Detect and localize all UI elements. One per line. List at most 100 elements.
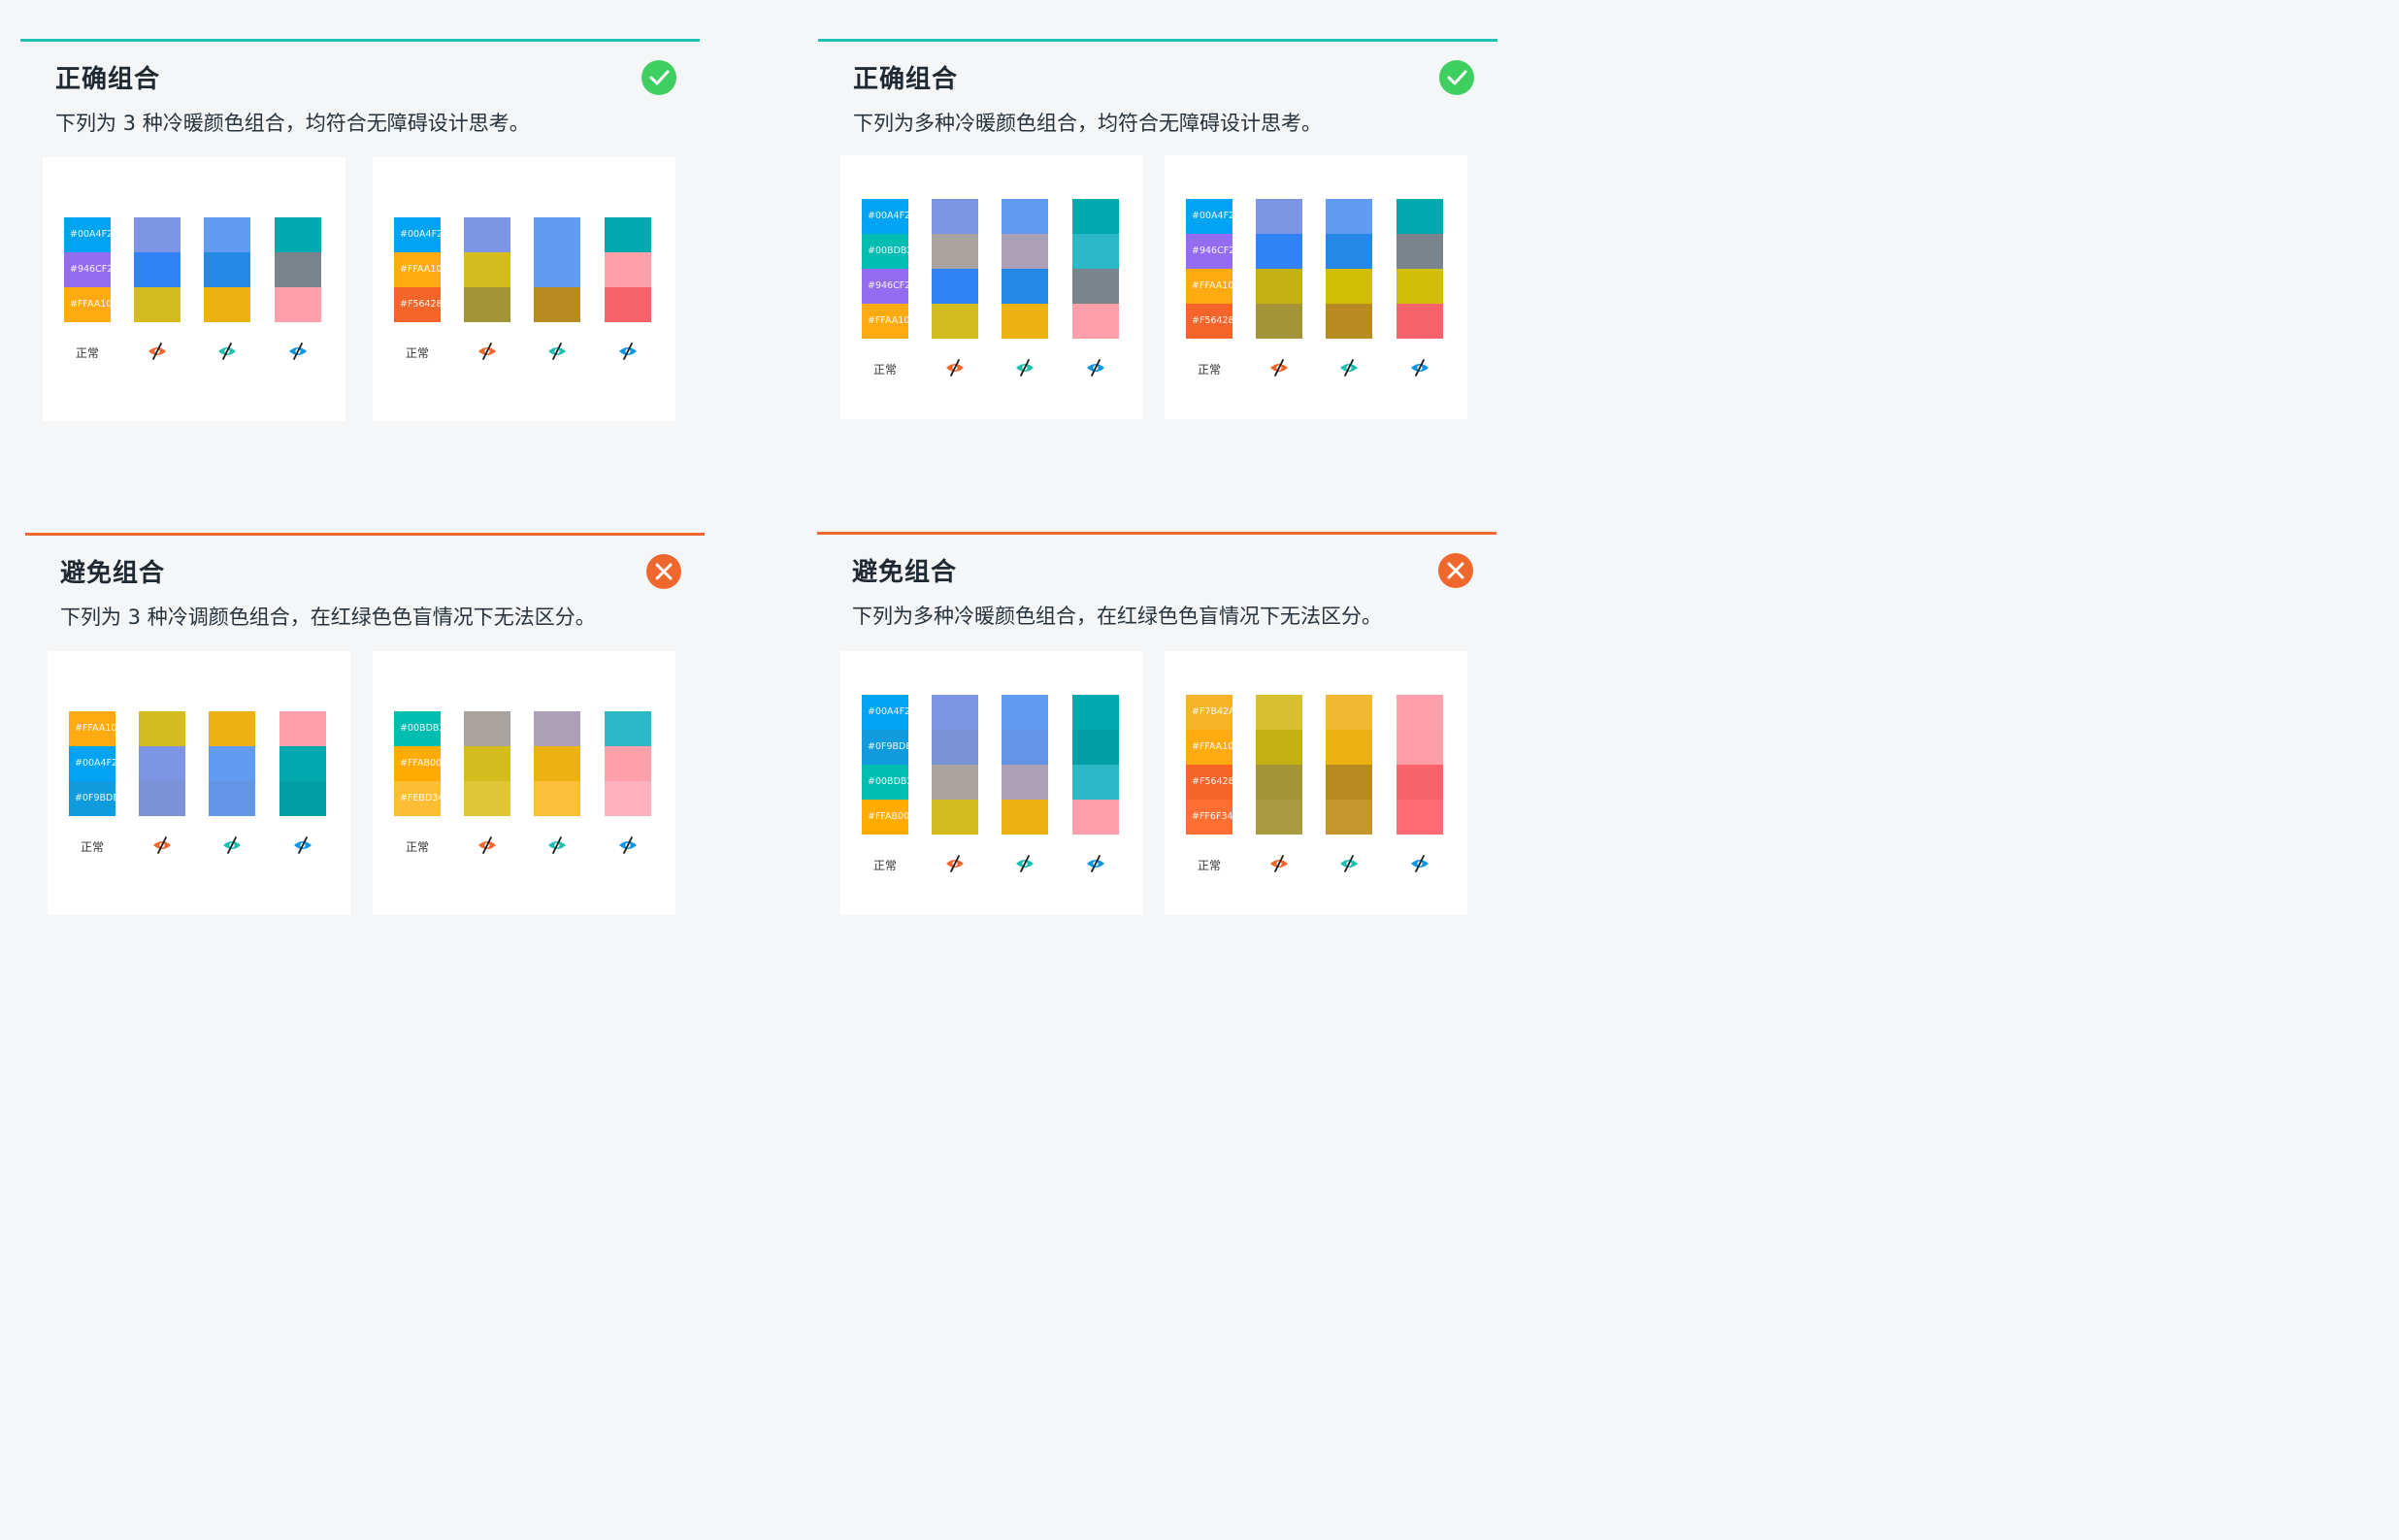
protanopia-eye-icon bbox=[134, 343, 181, 362]
color-swatch bbox=[534, 287, 580, 322]
protanopia-eye-icon bbox=[1256, 359, 1302, 378]
normal-palette-stack: #00A4F2#FFAA10#F56428 bbox=[394, 217, 441, 322]
tritanopia-eye-icon bbox=[1397, 855, 1443, 874]
color-swatch bbox=[275, 252, 321, 287]
section-title: 避免组合 bbox=[852, 558, 958, 587]
color-swatch bbox=[209, 781, 255, 816]
color-swatch bbox=[134, 252, 181, 287]
color-swatch bbox=[1002, 800, 1048, 835]
color-swatch bbox=[134, 217, 181, 252]
normal-palette-stack: #00A4F2#946CF2#FFAA10 bbox=[64, 217, 111, 322]
simulated-palette-stack bbox=[605, 711, 651, 816]
color-swatch bbox=[275, 217, 321, 252]
normal-vision-label: 正常 bbox=[872, 363, 897, 377]
check-circle-icon bbox=[1439, 60, 1474, 95]
color-swatch bbox=[1256, 304, 1302, 339]
simulated-palette-stack bbox=[279, 711, 326, 816]
deuteranopia-eye-icon bbox=[1326, 359, 1372, 378]
color-swatch bbox=[1326, 800, 1372, 835]
section-title: 避免组合 bbox=[60, 559, 166, 588]
normal-palette-stack: #00A4F2#00BDB2#946CF2#FFAA10 bbox=[862, 199, 908, 339]
color-swatch bbox=[1397, 269, 1443, 304]
simulated-palette-stack bbox=[1002, 199, 1048, 339]
color-swatch bbox=[1397, 765, 1443, 800]
color-swatch bbox=[1326, 234, 1372, 269]
color-swatch bbox=[534, 252, 580, 287]
color-swatch bbox=[932, 269, 978, 304]
color-swatch: #FFAB00 bbox=[394, 746, 441, 781]
normal-palette-stack: #00A4F2#0F9BDE#00BDB2#FFAB00 bbox=[862, 695, 908, 835]
color-swatch bbox=[1326, 269, 1372, 304]
section-description: 下列为多种冷暖颜色组合，在红绿色色盲情况下无法区分。 bbox=[852, 605, 1382, 628]
color-swatch bbox=[1256, 730, 1302, 765]
color-swatch bbox=[1326, 765, 1372, 800]
color-swatch bbox=[1002, 695, 1048, 730]
simulated-palette-stack bbox=[134, 217, 181, 322]
color-swatch: #00A4F2 bbox=[1186, 199, 1232, 234]
color-swatch bbox=[932, 304, 978, 339]
simulated-palette-stack bbox=[1072, 199, 1119, 339]
color-swatch bbox=[209, 711, 255, 746]
protanopia-eye-icon bbox=[932, 855, 978, 874]
color-swatch bbox=[1072, 269, 1119, 304]
color-swatch bbox=[1002, 269, 1048, 304]
check-circle-icon bbox=[641, 60, 676, 95]
normal-vision-label: 正常 bbox=[872, 859, 897, 872]
color-swatch bbox=[1397, 730, 1443, 765]
color-swatch: #F56428 bbox=[1186, 304, 1232, 339]
deuteranopia-eye-icon bbox=[1326, 855, 1372, 874]
normal-palette-stack: #FFAA10#00A4F2#0F9BDE bbox=[69, 711, 115, 816]
simulated-palette-stack bbox=[1072, 695, 1119, 835]
tritanopia-eye-icon bbox=[605, 343, 651, 362]
close-circle-icon bbox=[1438, 553, 1473, 588]
color-swatch: #FEBD34 bbox=[394, 781, 441, 816]
deuteranopia-eye-icon bbox=[209, 836, 255, 856]
color-swatch bbox=[1072, 695, 1119, 730]
color-swatch bbox=[1072, 234, 1119, 269]
color-swatch bbox=[139, 781, 185, 816]
tritanopia-eye-icon bbox=[605, 836, 651, 856]
color-swatch bbox=[1397, 800, 1443, 835]
color-swatch: #946CF2 bbox=[64, 252, 111, 287]
color-swatch bbox=[1072, 730, 1119, 765]
color-swatch bbox=[1397, 234, 1443, 269]
color-swatch bbox=[1072, 765, 1119, 800]
simulated-palette-stack bbox=[932, 199, 978, 339]
simulated-palette-stack bbox=[1326, 199, 1372, 339]
simulated-palette-stack bbox=[275, 217, 321, 322]
color-swatch bbox=[209, 746, 255, 781]
simulated-palette-stack bbox=[1326, 695, 1372, 835]
color-swatch: #00A4F2 bbox=[64, 217, 111, 252]
section-rule bbox=[20, 39, 700, 42]
simulated-palette-stack bbox=[204, 217, 250, 322]
color-swatch: #FFAA10 bbox=[1186, 730, 1232, 765]
color-swatch: #00A4F2 bbox=[394, 217, 441, 252]
protanopia-eye-icon bbox=[464, 343, 510, 362]
section-rule bbox=[817, 532, 1496, 535]
protanopia-eye-icon bbox=[139, 836, 185, 856]
simulated-palette-stack bbox=[464, 217, 510, 322]
color-swatch: #0F9BDE bbox=[862, 730, 908, 765]
color-swatch bbox=[1256, 695, 1302, 730]
simulated-palette-stack bbox=[605, 217, 651, 322]
color-swatch bbox=[464, 746, 510, 781]
color-swatch bbox=[1256, 800, 1302, 835]
simulated-palette-stack bbox=[1256, 695, 1302, 835]
color-swatch bbox=[1256, 765, 1302, 800]
color-swatch: #F7B42A bbox=[1186, 695, 1232, 730]
color-swatch bbox=[932, 765, 978, 800]
simulated-palette-stack bbox=[534, 711, 580, 816]
color-swatch: #00BDB2 bbox=[862, 765, 908, 800]
palette-card: #00A4F2#00BDB2#946CF2#FFAA10 正常 bbox=[840, 155, 1143, 419]
protanopia-eye-icon bbox=[464, 836, 510, 856]
color-swatch bbox=[932, 695, 978, 730]
color-swatch bbox=[1256, 234, 1302, 269]
color-swatch bbox=[605, 781, 651, 816]
normal-vision-label: 正常 bbox=[75, 346, 99, 360]
deuteranopia-eye-icon bbox=[1002, 359, 1048, 378]
section-description: 下列为多种冷暖颜色组合，均符合无障碍设计思考。 bbox=[853, 112, 1322, 135]
color-swatch bbox=[204, 252, 250, 287]
